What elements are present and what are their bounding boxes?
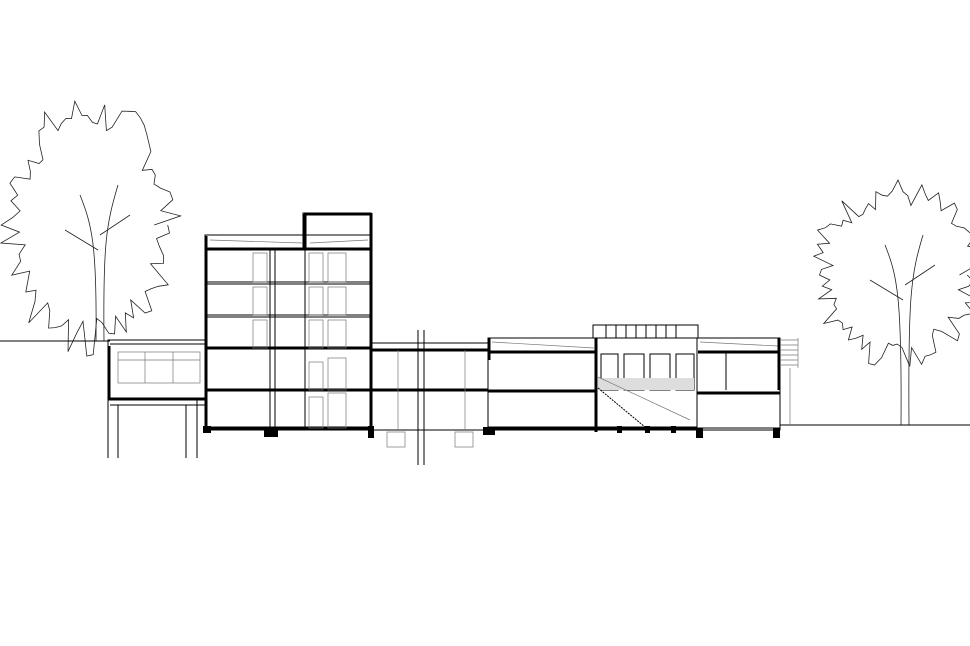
right-block xyxy=(483,337,598,435)
trees xyxy=(0,99,970,426)
atrium xyxy=(592,324,699,433)
tree-left xyxy=(0,99,182,357)
left-annex xyxy=(107,339,207,458)
tree-right xyxy=(812,179,970,426)
right-wing xyxy=(696,337,799,438)
middle-link xyxy=(372,330,488,465)
tower-block xyxy=(203,212,374,438)
